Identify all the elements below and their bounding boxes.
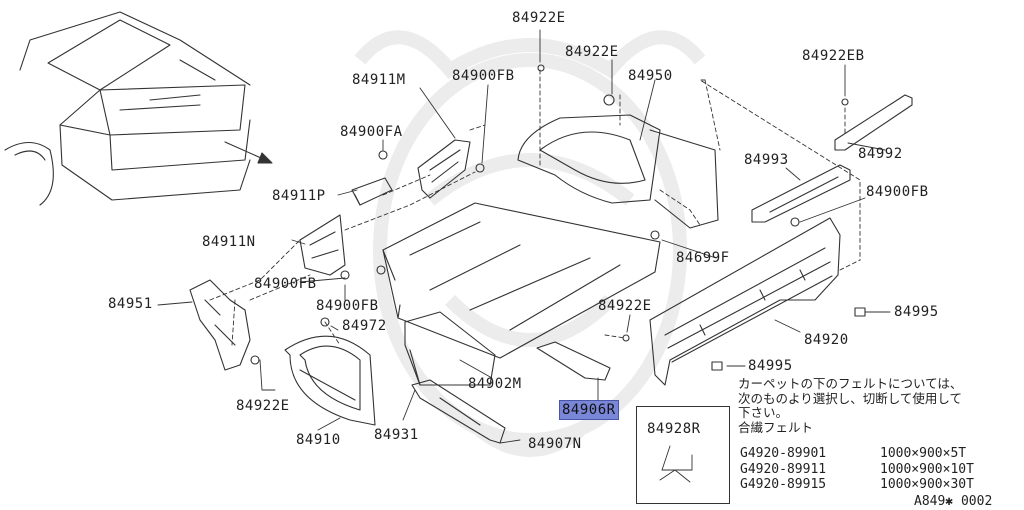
callout-84972: 84972 <box>342 318 387 334</box>
trim-84911N <box>299 214 346 276</box>
callout-84995: 84995 <box>894 304 939 320</box>
callout-84911M: 84911M <box>352 72 406 88</box>
callout-84911N: 84911N <box>202 234 256 250</box>
felt-row: G4920-89915 1000×900×30T <box>740 477 974 493</box>
callout-84900FB: 84900FB <box>254 276 317 292</box>
callout-84911P: 84911P <box>272 188 326 204</box>
felt-part-number: G4920-89911 <box>740 461 827 477</box>
callout-84900FB: 84900FB <box>452 68 515 84</box>
assembly-lines <box>209 69 861 346</box>
inset-label: 84928R <box>647 421 701 437</box>
felt-row: G4920-89901 1000×900×5T <box>740 446 974 462</box>
felt-table: G4920-89901 1000×900×5T G4920-89911 1000… <box>740 446 974 493</box>
trim-84993 <box>751 164 851 223</box>
callout-84922EB: 84922EB <box>802 48 865 64</box>
callout-84922E: 84922E <box>236 398 290 414</box>
bracket-84951 <box>189 279 251 371</box>
leader-lines <box>157 29 891 483</box>
felt-size: 1000×900×5T <box>880 446 967 461</box>
callout-84907N: 84907N <box>528 436 582 452</box>
callout-84992: 84992 <box>858 146 903 162</box>
pad-84906R <box>536 341 611 381</box>
callout-84950: 84950 <box>628 68 673 84</box>
felt-size: 1000×900×30T <box>880 477 974 492</box>
callout-84900FA: 84900FA <box>340 124 403 140</box>
car-rear-illustration <box>4 11 251 206</box>
callout-84922E: 84922E <box>565 44 619 60</box>
direction-arrow <box>224 141 273 164</box>
floor-panel-84902M <box>382 202 661 359</box>
felt-note: カーペットの下のフェルトについては、 次のものより選択し、切断して使用して 下さ… <box>738 376 963 435</box>
inset-box: 84928R <box>636 406 730 504</box>
felt-size: 1000×900×10T <box>880 461 974 477</box>
trim-84992 <box>834 94 913 151</box>
trim-84911P <box>351 177 393 206</box>
trim-84920 <box>649 217 841 386</box>
felt-part-number: G4920-89901 <box>740 446 827 461</box>
felt-part-number: G4920-89915 <box>740 477 827 492</box>
callout-84993: 84993 <box>744 152 789 168</box>
trim-84950 <box>517 114 719 229</box>
callout-84995: 84995 <box>748 358 793 374</box>
callout-84922E: 84922E <box>512 10 566 26</box>
felt-row: G4920-89911 1000×900×10T <box>740 462 974 478</box>
callout-84900FB: 84900FB <box>866 184 929 200</box>
callout-84906R-highlighted[interactable]: 84906R <box>559 400 619 420</box>
callout-84902M: 84902M <box>468 376 522 392</box>
note-line: 合繊フェルト <box>738 419 814 435</box>
fasteners <box>250 64 866 371</box>
callout-84699F: 84699F <box>676 250 730 266</box>
diagram-code: A849✱ 0002 <box>914 494 993 509</box>
callout-84900FB: 84900FB <box>316 298 379 314</box>
callout-84910: 84910 <box>296 432 341 448</box>
callout-84951: 84951 <box>108 296 153 312</box>
callout-84920: 84920 <box>804 332 849 348</box>
note-line: 次のものより選択し、切断して使用して <box>738 390 963 406</box>
trim-84911M <box>417 139 471 199</box>
trim-84910 <box>284 335 376 426</box>
callout-84931: 84931 <box>374 427 419 443</box>
note-line: カーペットの下のフェルトについては、 <box>738 376 963 391</box>
callout-84922E: 84922E <box>598 298 652 314</box>
pad-84931 <box>404 311 496 386</box>
note-line: 下さい。 <box>738 405 789 420</box>
